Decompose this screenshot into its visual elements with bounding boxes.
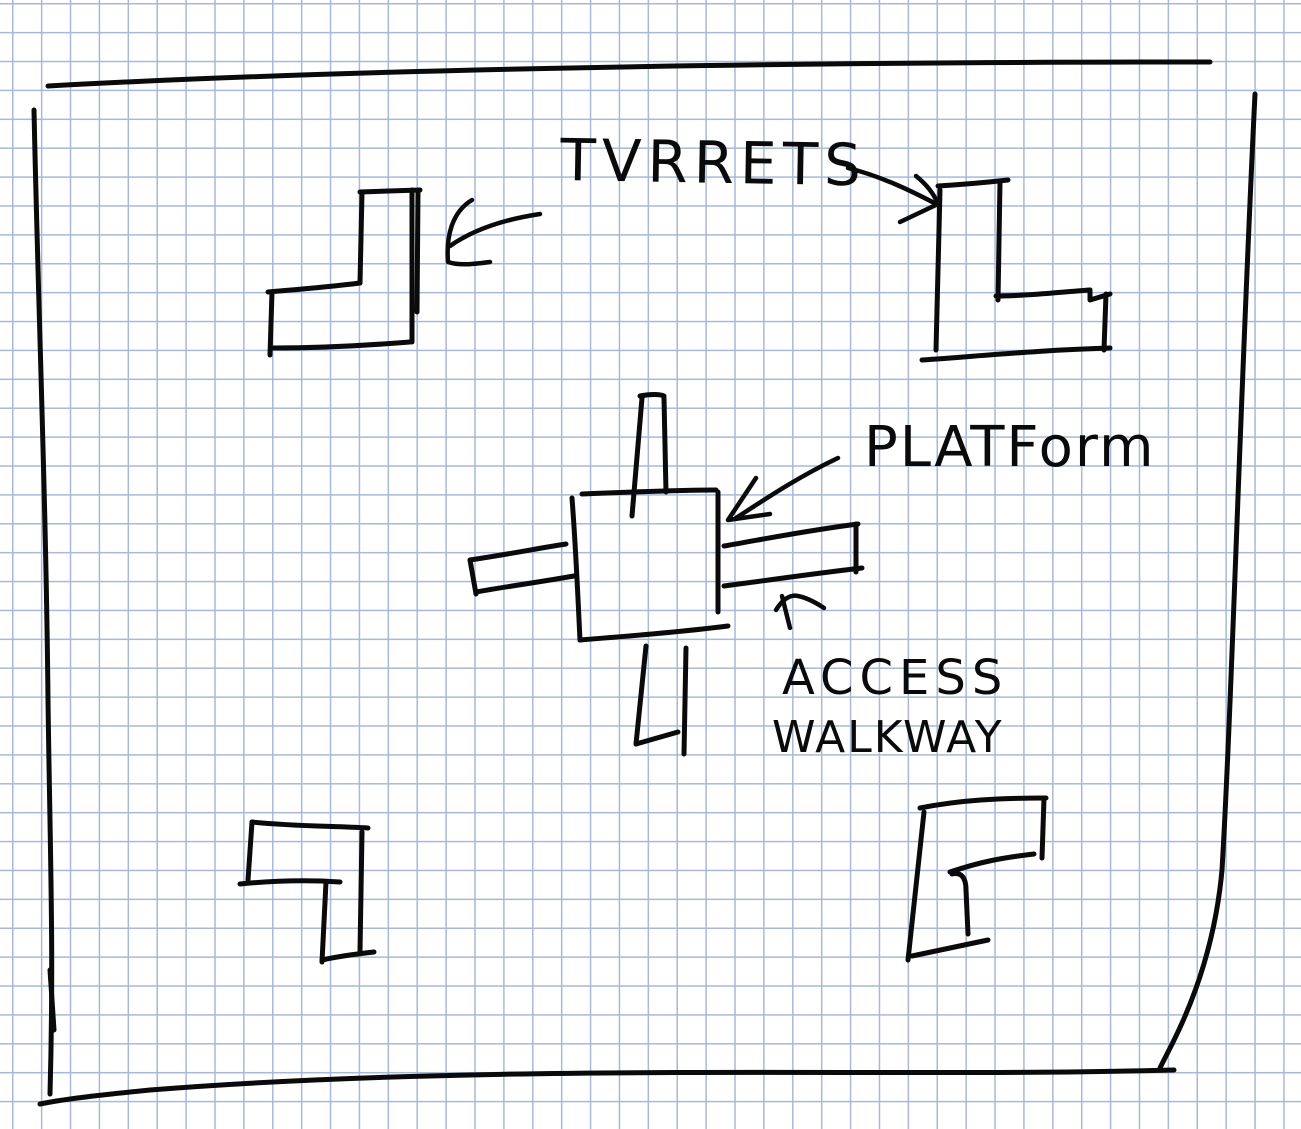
walkway-arrow — [773, 593, 827, 631]
central-platform — [569, 487, 731, 643]
walkway-west — [467, 541, 577, 597]
turrets-arrow-left — [445, 197, 543, 267]
walkway-east — [721, 521, 865, 589]
turret-top-right — [919, 177, 1113, 363]
outer-wall — [31, 59, 1258, 1107]
turret-top-left — [265, 187, 423, 358]
access-label: ACCESS — [782, 650, 1008, 706]
turret-bottom-right — [905, 795, 1049, 963]
turrets-label: TVRRETS — [559, 126, 868, 199]
platform-arrow — [725, 455, 841, 523]
walkway-south — [633, 643, 689, 757]
walkway-label: WALKWAY — [772, 712, 1004, 763]
platform-label: PLATForm — [864, 415, 1156, 480]
turret-bottom-left — [237, 819, 377, 965]
walkway-north — [629, 392, 669, 519]
turrets-arrow-right — [845, 165, 943, 225]
